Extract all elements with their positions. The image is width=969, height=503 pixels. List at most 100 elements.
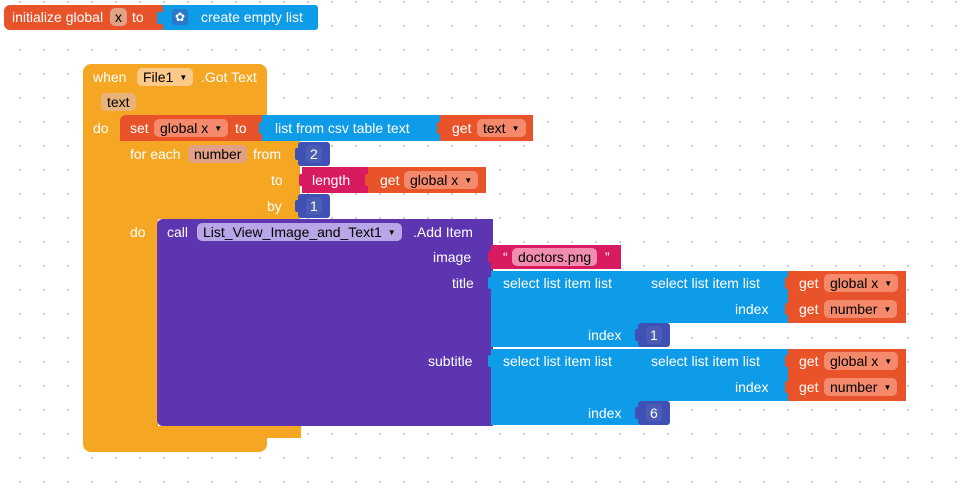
list-view-component-name: List_View_Image_and_Text1	[203, 224, 382, 240]
connector-tab	[437, 122, 443, 134]
title-select-inner-block[interactable]	[640, 271, 790, 323]
by-value[interactable]: 1	[306, 197, 322, 215]
from-value[interactable]: 2	[306, 145, 322, 163]
get-label: get	[799, 353, 819, 369]
add-item-call-block[interactable]	[157, 219, 493, 426]
connector-tab	[785, 277, 791, 289]
gear-icon[interactable]: ✿	[172, 9, 188, 25]
chevron-down-icon: ▼	[884, 279, 893, 288]
length-var-dropdown[interactable]: global x ▼	[404, 171, 479, 189]
chevron-down-icon: ▼	[214, 124, 223, 133]
get-label: get	[799, 301, 819, 317]
csv-label: list from csv table text	[275, 120, 410, 136]
image-param-label: image	[433, 249, 472, 265]
index-var-name: number	[830, 379, 878, 395]
title-list-var-dropdown[interactable]: global x ▼	[824, 274, 899, 292]
outer-select-label: select list item list	[503, 275, 612, 291]
connector-tab	[785, 303, 791, 315]
get-label: get	[452, 120, 472, 136]
loop-var-chip[interactable]: number	[188, 145, 248, 163]
title-param-label: title	[452, 275, 474, 291]
chevron-down-icon: ▼	[511, 124, 520, 133]
when-label: when	[93, 69, 127, 85]
chevron-down-icon: ▼	[387, 228, 396, 237]
image-filename-field[interactable]: doctors.png	[512, 248, 598, 266]
title-select-outer-block[interactable]	[491, 271, 641, 347]
connector-tab	[259, 122, 265, 134]
inner-select-label: select list item list	[651, 353, 760, 369]
quote-open: “	[503, 249, 508, 265]
connector-tab	[785, 355, 791, 367]
get-var-name: text	[483, 120, 506, 136]
title-index-value[interactable]: 1	[646, 326, 662, 344]
connector-tab	[295, 148, 301, 160]
set-to-label: to	[235, 120, 247, 136]
connector-tab	[488, 251, 494, 263]
chevron-down-icon: ▼	[883, 383, 892, 392]
set-label: set	[130, 120, 149, 136]
initialize-global-block[interactable]	[4, 5, 166, 30]
length-var-name: global x	[410, 172, 459, 188]
quote-close: ”	[605, 249, 610, 265]
subtitle-select-outer-block[interactable]	[491, 349, 641, 425]
get-label: get	[799, 379, 819, 395]
by-label: by	[267, 198, 282, 214]
subtitle-index-value[interactable]: 6	[646, 404, 662, 422]
add-item-method: .Add Item	[413, 224, 473, 240]
list-view-component-dropdown[interactable]: List_View_Image_and_Text1 ▼	[197, 223, 402, 241]
for-each-footer	[120, 426, 301, 438]
do-label: do	[93, 120, 109, 136]
connector-tab	[295, 200, 301, 212]
connector-tab	[785, 381, 791, 393]
connector-tab	[488, 355, 494, 367]
connector-tab	[299, 174, 305, 186]
outer-index-label: index	[588, 327, 622, 343]
create-empty-list-block[interactable]	[163, 5, 318, 30]
event-block-spine	[83, 140, 121, 438]
for-each-spine	[120, 219, 158, 431]
connector-tab	[488, 277, 494, 289]
to-label: to	[132, 9, 144, 25]
title-index-var-dropdown[interactable]: number ▼	[824, 300, 898, 318]
chevron-down-icon: ▼	[179, 73, 188, 82]
component-dropdown-file1[interactable]: File1▼	[137, 68, 194, 86]
for-do-label: do	[130, 224, 146, 240]
for-each-label: for each	[130, 146, 181, 162]
connector-tab	[365, 174, 371, 186]
get-label: get	[380, 172, 400, 188]
var-name-chip[interactable]: x	[110, 8, 127, 26]
from-label: from	[253, 146, 281, 162]
chevron-down-icon: ▼	[464, 176, 473, 185]
connector-tab	[157, 12, 163, 24]
create-empty-list-label: create empty list	[201, 9, 303, 25]
inner-select-label: select list item list	[651, 275, 760, 291]
list-from-csv-block[interactable]	[262, 115, 444, 141]
call-label: call	[167, 224, 189, 240]
index-var-name: number	[830, 301, 878, 317]
set-var-name: global x	[160, 120, 209, 136]
outer-index-label: index	[588, 405, 622, 421]
get-label: get	[799, 275, 819, 291]
subtitle-select-inner-block[interactable]	[640, 349, 790, 401]
chevron-down-icon: ▼	[883, 305, 892, 314]
event-param-text[interactable]: text	[101, 93, 136, 111]
connector-tab	[637, 355, 643, 367]
list-var-name: global x	[830, 353, 879, 369]
to-label: to	[271, 172, 283, 188]
connector-tab	[635, 329, 641, 341]
get-var-dropdown[interactable]: text ▼	[477, 119, 526, 137]
subtitle-index-var-dropdown[interactable]: number ▼	[824, 378, 898, 396]
subtitle-list-var-dropdown[interactable]: global x ▼	[824, 352, 899, 370]
length-label: length	[312, 172, 351, 188]
event-block-footer	[83, 436, 267, 452]
inner-index-label: index	[735, 379, 769, 395]
set-var-dropdown[interactable]: global x ▼	[154, 119, 229, 137]
chevron-down-icon: ▼	[884, 357, 893, 366]
list-var-name: global x	[830, 275, 879, 291]
connector-tab	[637, 277, 643, 289]
initialize-global-label: initialize global	[12, 9, 104, 25]
length-block[interactable]	[302, 167, 370, 193]
inner-index-label: index	[735, 301, 769, 317]
outer-select-label: select list item list	[503, 353, 612, 369]
connector-tab	[635, 407, 641, 419]
